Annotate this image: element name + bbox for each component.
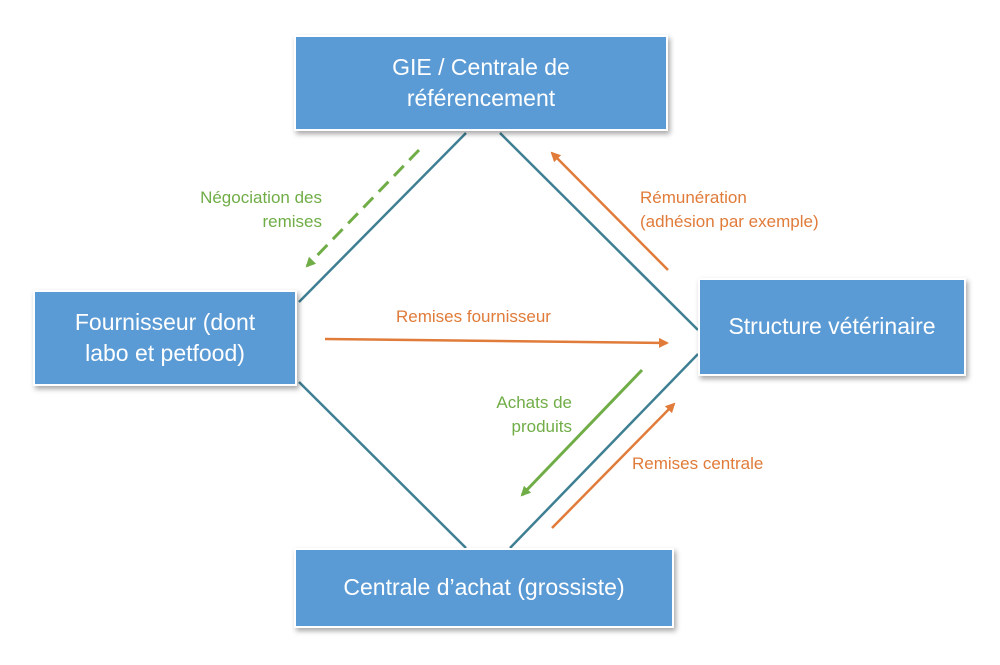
edge-label-achats: Achats de produits	[496, 393, 572, 436]
diamond-edge-bottom-left	[298, 381, 467, 549]
node-structure-veterinaire: Structure vétérinaire	[698, 278, 966, 376]
node-gie-centrale-referencement: GIE / Centrale de référencement	[294, 35, 668, 131]
node-gie-label: GIE / Centrale de référencement	[392, 53, 570, 111]
arrow-remuneration	[550, 151, 669, 271]
node-centrale-achat: Centrale d’achat (grossiste)	[294, 548, 674, 628]
diamond-edge-bottom-right	[509, 353, 699, 549]
node-fournisseur: Fournisseur (dont labo et petfood)	[33, 290, 297, 386]
edge-label-remuneration: Rémunération (adhésion par exemple)	[640, 188, 819, 231]
arrow-remises-fournisseur	[324, 337, 669, 348]
edge-label-negociation: Négociation des remises	[200, 188, 322, 231]
node-centrale-label: Centrale d’achat (grossiste)	[343, 574, 625, 601]
arrow-achats	[520, 368, 644, 497]
arrow-remises-centrale	[551, 402, 676, 529]
diamond-edge-top-right	[499, 132, 699, 331]
node-structure-label: Structure vétérinaire	[728, 313, 936, 340]
arrow-negociation	[305, 148, 421, 268]
edge-label-remises-fournisseur: Remises fournisseur	[396, 307, 551, 326]
diamond-edge-top-left	[298, 132, 467, 303]
node-fournisseur-label: Fournisseur (dont labo et petfood)	[74, 308, 256, 366]
edge-label-remises-centrale: Remises centrale	[632, 454, 764, 473]
